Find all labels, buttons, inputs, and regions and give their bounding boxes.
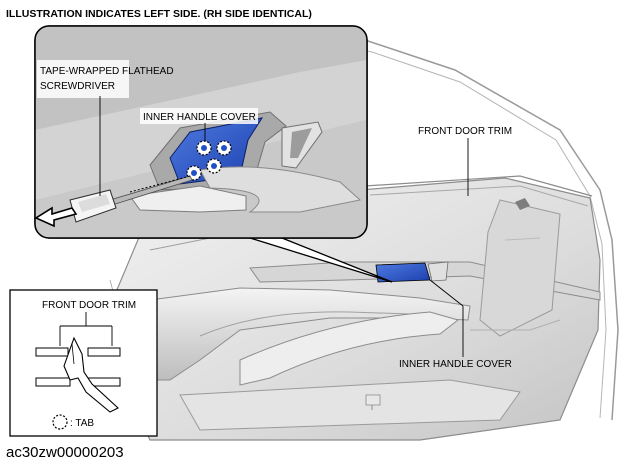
- section-view-box: [9, 289, 158, 437]
- pull-arrow-icon: [35, 206, 78, 228]
- door-trim-main-view: [99, 29, 619, 441]
- screwdriver-label-line1: TAPE-WRAPPED FLATHEAD: [40, 66, 174, 77]
- detail-inset: [34, 25, 393, 283]
- tab-legend-text: : TAB: [70, 418, 94, 429]
- front-door-trim-label: FRONT DOOR TRIM: [418, 126, 512, 137]
- main-leader-lines: [429, 138, 469, 357]
- inner-handle-cover-main-label: INNER HANDLE COVER: [399, 359, 512, 370]
- tab-legend-icon: [52, 414, 68, 430]
- document-id: ac30zw00000203: [6, 444, 124, 461]
- screwdriver-label-line2: SCREWDRIVER: [40, 81, 115, 92]
- screwdriver-graphic: [69, 175, 193, 223]
- section-front-door-trim-label: FRONT DOOR TRIM: [42, 300, 136, 311]
- illustration-note: ILLUSTRATION INDICATES LEFT SIDE. (RH SI…: [6, 8, 312, 20]
- inner-handle-cover-detail-label: INNER HANDLE COVER: [143, 112, 256, 123]
